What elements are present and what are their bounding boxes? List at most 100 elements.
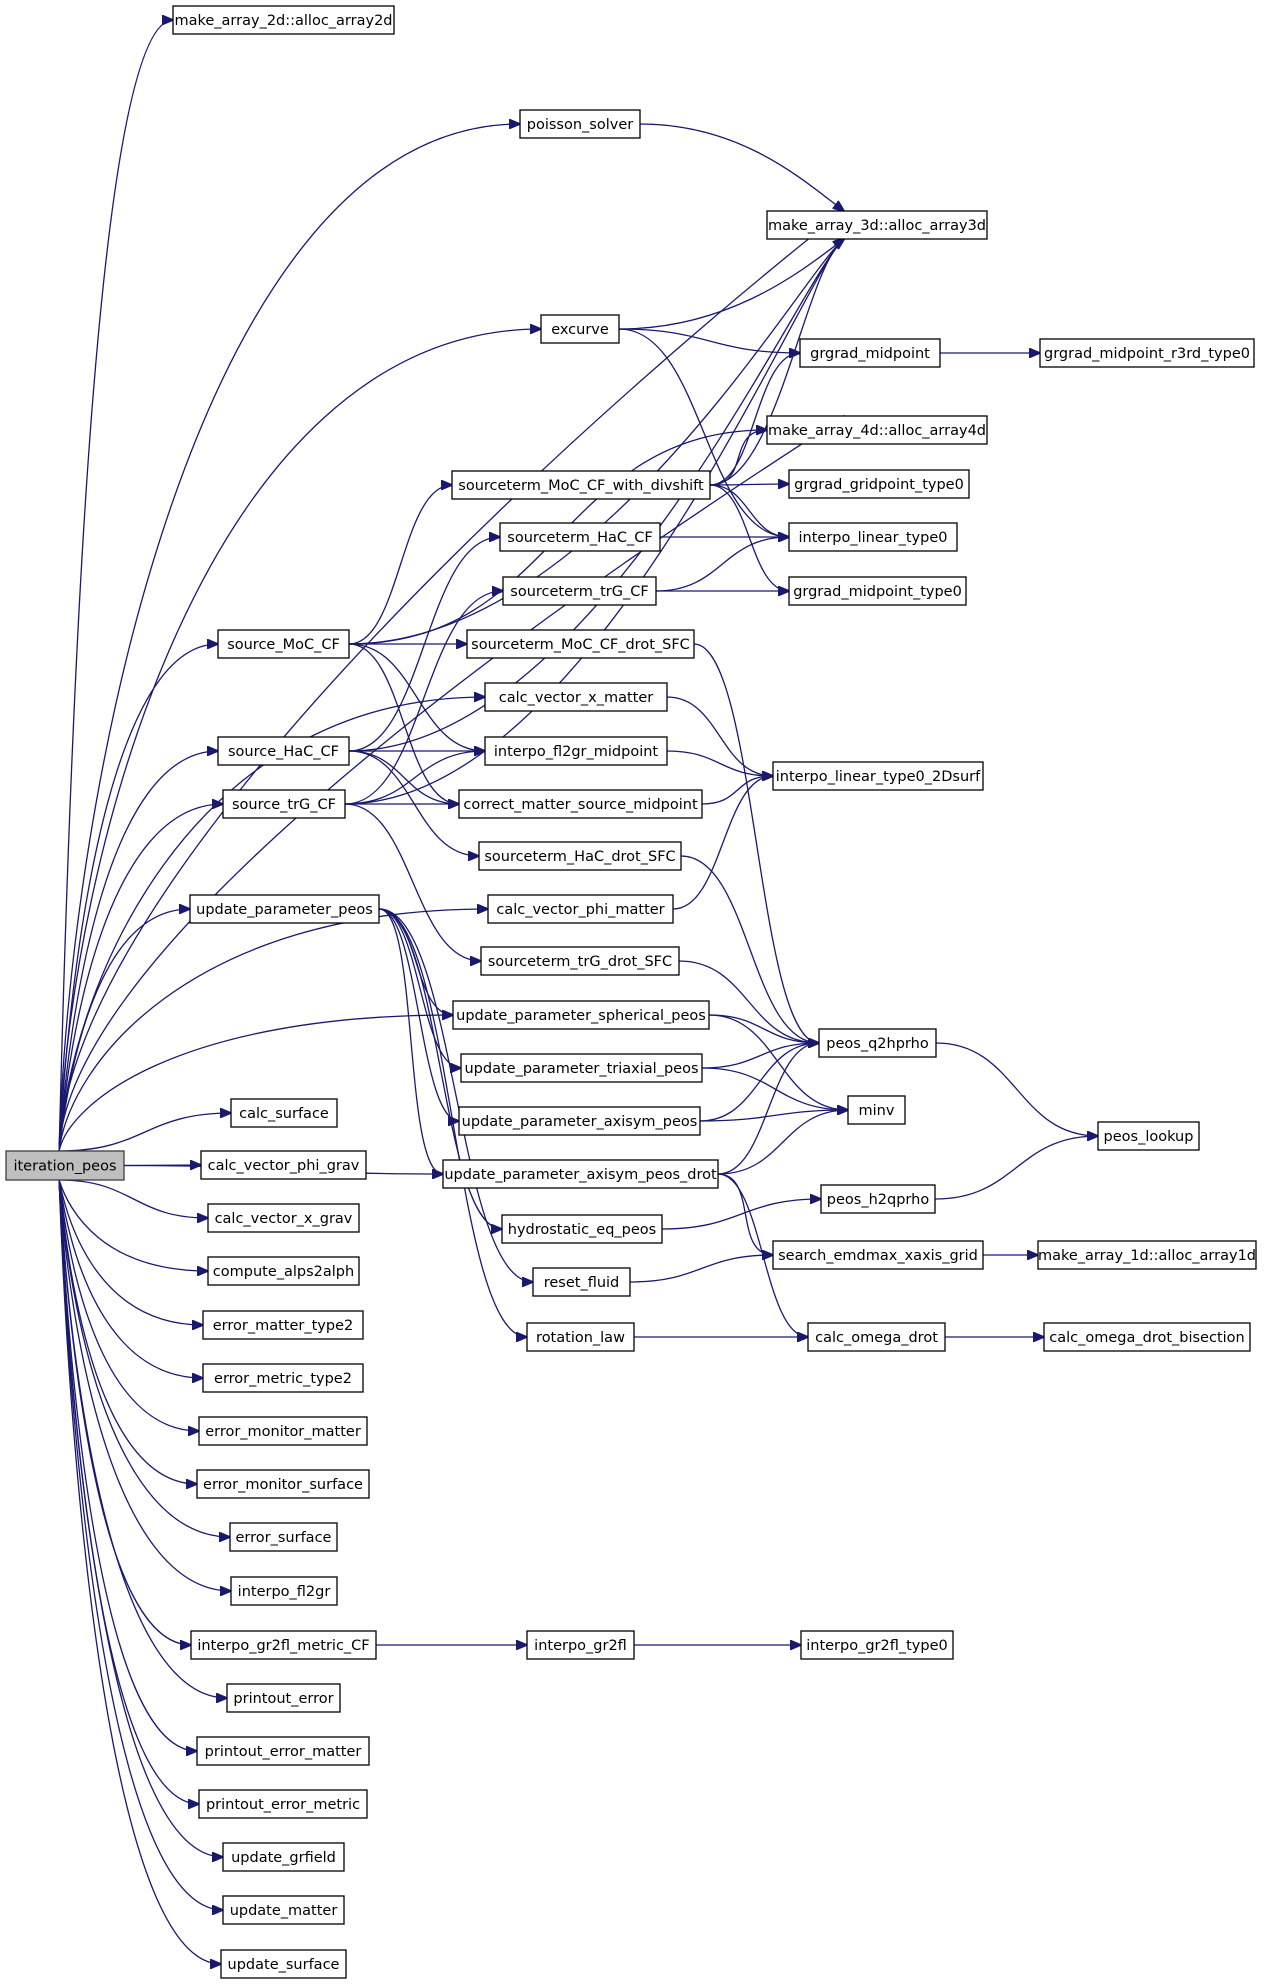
node-source-moc-cf[interactable]: source_MoC_CF bbox=[217, 629, 350, 659]
node-update-parameter-peos[interactable]: update_parameter_peos bbox=[189, 894, 380, 924]
node-box bbox=[202, 1310, 364, 1340]
node-box bbox=[501, 1214, 663, 1244]
node-reset-fluid[interactable]: reset_fluid bbox=[532, 1267, 631, 1297]
node-update-matter[interactable]: update_matter bbox=[222, 1895, 345, 1925]
node-calc-vector-x-grav[interactable]: calc_vector_x_grav bbox=[207, 1203, 360, 1233]
node-update-parameter-spherical-peos[interactable]: update_parameter_spherical_peos bbox=[452, 1000, 710, 1030]
node-label: sourceterm_MoC_CF_drot_SFC bbox=[471, 637, 690, 653]
node-calc-vector-x-matter[interactable]: calc_vector_x_matter bbox=[484, 682, 668, 712]
node-correct-matter-source-midpoint[interactable]: correct_matter_source_midpoint bbox=[458, 789, 703, 819]
node-label: calc_vector_phi_matter bbox=[496, 902, 664, 918]
node-error-surface[interactable]: error_surface bbox=[229, 1522, 338, 1552]
edge-iteration-peos-to-alloc-array4d bbox=[58, 416, 844, 1152]
node-sourceterm-hac-cf[interactable]: sourceterm_HaC_CF bbox=[499, 522, 661, 552]
edge-update-parameter-peos-to-reset-fluid bbox=[378, 908, 533, 1282]
node-peos-q2hprho[interactable]: peos_q2hprho bbox=[818, 1028, 937, 1058]
node-interpo-fl2gr-midpoint[interactable]: interpo_fl2gr_midpoint bbox=[484, 736, 668, 766]
node-error-monitor-surface[interactable]: error_monitor_surface bbox=[196, 1469, 370, 1499]
node-printout-error-metric[interactable]: printout_error_metric bbox=[198, 1789, 368, 1819]
edge-source-trg-cf-to-interpo-fl2gr-midpoint bbox=[344, 751, 485, 805]
node-box bbox=[5, 1150, 125, 1181]
node-label: source_MoC_CF bbox=[227, 637, 340, 653]
node-error-matter-type2[interactable]: error_matter_type2 bbox=[202, 1310, 364, 1340]
node-alloc-array4d[interactable]: make_array_4d::alloc_array4d bbox=[766, 415, 988, 445]
edge-iteration-peos-to-interpo-gr2fl-metric-cf bbox=[58, 1179, 191, 1645]
node-iteration-peos[interactable]: iteration_peos bbox=[5, 1150, 125, 1181]
edge-iteration-peos-to-poisson-solver bbox=[58, 124, 520, 1152]
node-source-hac-cf[interactable]: source_HaC_CF bbox=[217, 736, 350, 766]
node-update-parameter-axisym-peos-drot[interactable]: update_parameter_axisym_peos_drot bbox=[442, 1159, 719, 1189]
nodes-layer: iteration_peos make_array_2d::alloc_array… bbox=[5, 5, 1257, 1979]
node-box bbox=[484, 736, 668, 766]
node-alloc-array3d[interactable]: make_array_3d::alloc_array3d bbox=[766, 210, 988, 240]
node-rotation-law[interactable]: rotation_law bbox=[526, 1322, 635, 1352]
node-calc-omega-drot-bisection[interactable]: calc_omega_drot_bisection bbox=[1043, 1322, 1251, 1352]
node-interpo-gr2fl-metric-cf[interactable]: interpo_gr2fl_metric_CF bbox=[190, 1630, 377, 1660]
node-grgrad-midpoint-type0[interactable]: grgrad_midpoint_type0 bbox=[788, 576, 967, 606]
node-label: sourceterm_trG_CF bbox=[510, 584, 648, 600]
node-alloc-array2d[interactable]: make_array_2d::alloc_array2d bbox=[172, 5, 395, 35]
node-update-surface[interactable]: update_surface bbox=[220, 1949, 347, 1979]
node-label: peos_h2qprho bbox=[827, 1192, 930, 1208]
node-sourceterm-hac-drot-sfc[interactable]: sourceterm_HaC_drot_SFC bbox=[478, 841, 682, 871]
edge-source-moc-cf-to-correct-matter-source-midpoint bbox=[348, 643, 459, 804]
node-update-parameter-axisym-peos[interactable]: update_parameter_axisym_peos bbox=[458, 1106, 701, 1136]
node-box bbox=[766, 210, 988, 240]
node-interpo-linear-type0-2dsurf[interactable]: interpo_linear_type0_2Dsurf bbox=[772, 761, 984, 791]
node-box bbox=[1043, 1322, 1251, 1352]
node-grgrad-midpoint-r3rd-type0[interactable]: grgrad_midpoint_r3rd_type0 bbox=[1039, 338, 1255, 368]
edge-iteration-peos-to-update-parameter-spherical-peos bbox=[58, 1015, 453, 1152]
node-grgrad-midpoint[interactable]: grgrad_midpoint bbox=[799, 338, 941, 368]
node-error-monitor-matter[interactable]: error_monitor_matter bbox=[198, 1416, 368, 1446]
node-box bbox=[222, 1842, 345, 1872]
edges-layer bbox=[58, 20, 1098, 1964]
node-calc-vector-phi-matter[interactable]: calc_vector_phi_matter bbox=[487, 894, 674, 924]
node-sourceterm-trg-drot-sfc[interactable]: sourceterm_trG_drot_SFC bbox=[480, 946, 680, 976]
node-hydrostatic-eq-peos[interactable]: hydrostatic_eq_peos bbox=[501, 1214, 663, 1244]
node-calc-surface[interactable]: calc_surface bbox=[230, 1098, 338, 1128]
node-update-grfield[interactable]: update_grfield bbox=[222, 1842, 345, 1872]
node-interpo-fl2gr[interactable]: interpo_fl2gr bbox=[230, 1576, 338, 1606]
node-calc-omega-drot[interactable]: calc_omega_drot bbox=[807, 1322, 946, 1352]
edge-iteration-peos-to-error-matter-type2 bbox=[58, 1179, 203, 1325]
node-box bbox=[772, 761, 984, 791]
node-compute-alps2alph[interactable]: compute_alps2alph bbox=[207, 1256, 360, 1286]
node-alloc-array1d[interactable]: make_array_1d::alloc_array1d bbox=[1037, 1240, 1257, 1270]
node-box bbox=[217, 736, 350, 766]
node-update-parameter-triaxial-peos[interactable]: update_parameter_triaxial_peos bbox=[460, 1053, 703, 1083]
node-box bbox=[226, 1683, 341, 1713]
node-interpo-gr2fl-type0[interactable]: interpo_gr2fl_type0 bbox=[800, 1630, 954, 1660]
node-excurve[interactable]: excurve bbox=[540, 314, 620, 344]
edge-iteration-peos-to-calc-surface bbox=[59, 1113, 231, 1152]
edge-peos-q2hprho-to-peos-lookup bbox=[935, 1042, 1098, 1136]
edge-update-parameter-triaxial-peos-to-minv bbox=[701, 1067, 848, 1110]
edge-update-parameter-axisym-peos-drot-to-search-emdmax-xaxis-grid bbox=[717, 1173, 773, 1255]
node-interpo-linear-type0[interactable]: interpo_linear_type0 bbox=[788, 522, 958, 552]
node-minv[interactable]: minv bbox=[847, 1095, 906, 1125]
node-sourceterm-moc-cf-drot-sfc[interactable]: sourceterm_MoC_CF_drot_SFC bbox=[466, 629, 695, 659]
node-error-metric-type2[interactable]: error_metric_type2 bbox=[202, 1363, 364, 1393]
node-peos-lookup[interactable]: peos_lookup bbox=[1097, 1121, 1200, 1151]
node-sourceterm-trg-cf[interactable]: sourceterm_trG_CF bbox=[502, 576, 657, 606]
edge-hydrostatic-eq-peos-to-peos-h2qprho bbox=[661, 1199, 821, 1230]
node-poisson-solver[interactable]: poisson_solver bbox=[519, 109, 641, 139]
edge-iteration-peos-to-alloc-array3d bbox=[58, 211, 844, 1152]
node-label: update_parameter_axisym_peos_drot bbox=[444, 1167, 717, 1183]
node-box bbox=[526, 1630, 635, 1660]
node-source-trg-cf[interactable]: source_trG_CF bbox=[222, 789, 346, 819]
node-peos-h2qprho[interactable]: peos_h2qprho bbox=[820, 1184, 936, 1214]
edge-iteration-peos-to-source-hac-cf bbox=[58, 751, 218, 1152]
node-box bbox=[807, 1322, 946, 1352]
node-box bbox=[799, 338, 941, 368]
node-calc-vector-phi-grav[interactable]: calc_vector_phi_grav bbox=[200, 1150, 367, 1180]
node-label: update_parameter_axisym_peos bbox=[462, 1114, 698, 1130]
node-grgrad-gridpoint-type0[interactable]: grgrad_gridpoint_type0 bbox=[788, 469, 970, 499]
node-sourceterm-moc-cf-with-divshift[interactable]: sourceterm_MoC_CF_with_divshift bbox=[451, 470, 711, 500]
node-printout-error-matter[interactable]: printout_error_matter bbox=[196, 1736, 370, 1766]
node-interpo-gr2fl[interactable]: interpo_gr2fl bbox=[526, 1630, 635, 1660]
node-label: grgrad_midpoint_r3rd_type0 bbox=[1044, 346, 1250, 362]
node-search-emdmax-xaxis-grid[interactable]: search_emdmax_xaxis_grid bbox=[772, 1240, 984, 1270]
node-printout-error[interactable]: printout_error bbox=[226, 1683, 341, 1713]
node-label: update_matter bbox=[230, 1903, 338, 1919]
